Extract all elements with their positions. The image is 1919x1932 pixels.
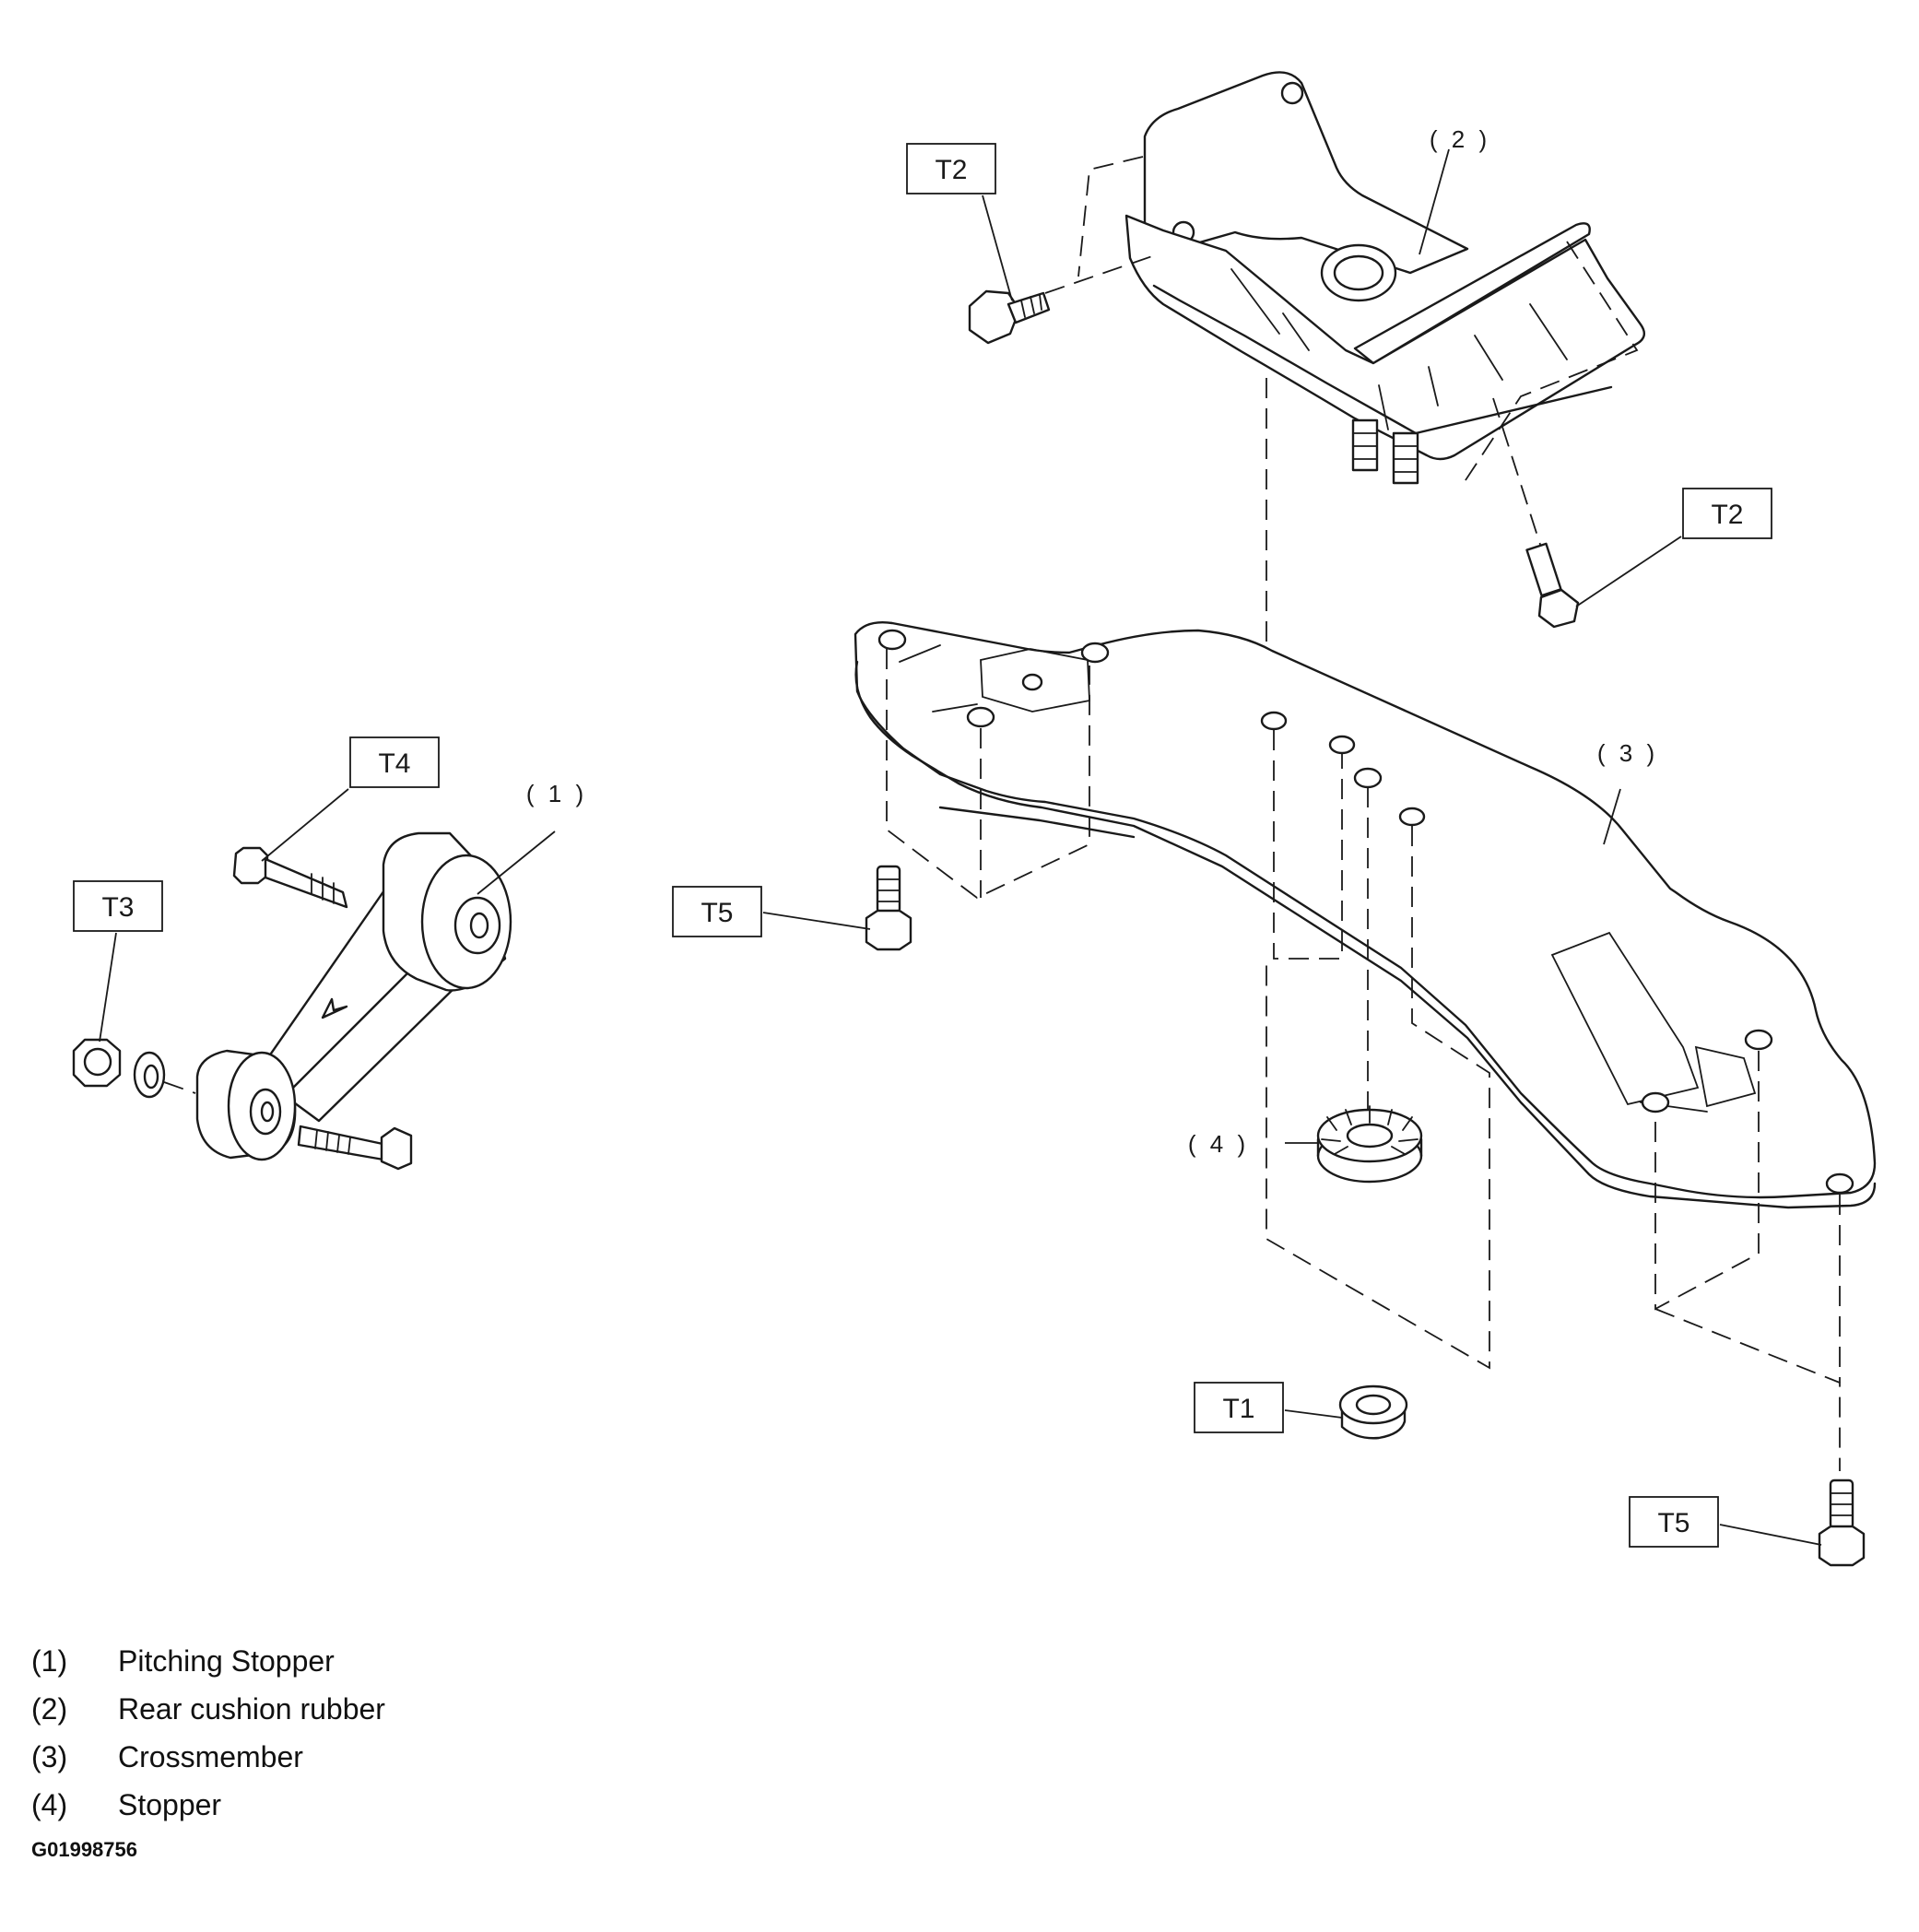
svg-text:T2: T2 xyxy=(1711,500,1743,530)
legend-item: (3) Crossmember xyxy=(31,1733,769,1781)
svg-text:T2: T2 xyxy=(935,155,967,185)
legend-name: Stopper xyxy=(118,1788,222,1821)
callout-t1: T1 xyxy=(1194,1382,1284,1433)
callout-t2-right: T2 xyxy=(1682,488,1772,539)
callout-t3: T3 xyxy=(73,880,163,932)
part-label-4: ( 4 ) xyxy=(1188,1130,1249,1158)
callout-t5-left: T5 xyxy=(672,886,762,937)
callout-t5-right: T5 xyxy=(1629,1496,1719,1548)
svg-text:T3: T3 xyxy=(101,892,134,923)
svg-text:T5: T5 xyxy=(700,898,733,928)
legend-item: (4) Stopper xyxy=(31,1781,769,1829)
legend-item: (1) Pitching Stopper xyxy=(31,1637,769,1685)
t5-left-bolt xyxy=(865,865,912,951)
part-label-1: ( 1 ) xyxy=(526,780,587,807)
legend-number: (1) xyxy=(31,1644,68,1678)
parts-legend: (1) Pitching Stopper (2) Rear cushion rubb… xyxy=(31,1637,769,1829)
part-label-2: ( 2 ) xyxy=(1430,125,1490,153)
legend-item: (2) Rear cushion rubber xyxy=(31,1685,769,1733)
callout-t2-upper: T2 xyxy=(906,143,996,194)
part-label-3: ( 3 ) xyxy=(1597,739,1658,767)
svg-text:T5: T5 xyxy=(1657,1508,1689,1538)
legend-name: Pitching Stopper xyxy=(118,1644,335,1678)
svg-text:T4: T4 xyxy=(378,748,410,779)
legend-name: Rear cushion rubber xyxy=(118,1692,385,1726)
crossmember xyxy=(854,621,1877,1209)
svg-text:T1: T1 xyxy=(1222,1394,1254,1424)
t2-right-bolt xyxy=(1492,397,1580,629)
t2-upper-bolt xyxy=(968,255,1153,345)
legend-name: Crossmember xyxy=(118,1740,303,1773)
t5-right-bolt xyxy=(1818,1478,1866,1567)
legend-number: (4) xyxy=(31,1788,68,1821)
callout-t4: T4 xyxy=(349,736,440,788)
t1-nut xyxy=(1338,1384,1408,1440)
stopper xyxy=(1316,1105,1423,1184)
pitching-stopper xyxy=(72,831,512,1171)
figure-code: G01998756 xyxy=(31,1838,137,1861)
rear-cushion-rubber xyxy=(1124,71,1646,485)
legend-number: (3) xyxy=(31,1740,68,1773)
legend-number: (2) xyxy=(31,1692,68,1726)
